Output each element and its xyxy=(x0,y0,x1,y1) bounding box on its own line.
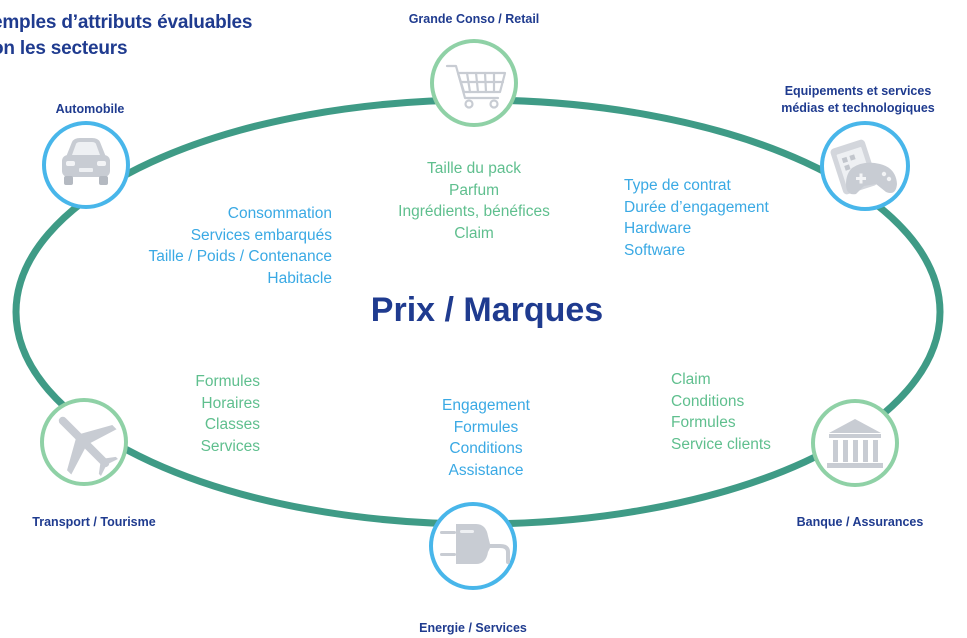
tech-label-line-2: médias et technologiques xyxy=(781,101,935,115)
title-line-1: emples d’attributs évaluables xyxy=(0,12,253,33)
bank-node xyxy=(811,399,899,487)
automobile-attribute: Habitacle xyxy=(267,269,332,287)
tech-attribute: Durée d’engagement xyxy=(624,198,769,216)
tech-attribute: Hardware xyxy=(624,220,692,237)
bank-building-icon xyxy=(827,419,883,468)
energy-attribute: Engagement xyxy=(442,397,530,414)
power-plug-icon xyxy=(440,524,510,564)
energy-attributes: Engagement Formules Conditions Assistanc… xyxy=(396,395,576,481)
tech-label: Equipements et services médias et techno… xyxy=(752,83,964,117)
energy-node xyxy=(429,502,517,590)
retail-attribute: Ingrédients, bénéfices xyxy=(398,203,550,220)
retail-attribute: Parfum xyxy=(449,181,499,199)
retail-attributes: Taille du pack Parfum Ingrédients, bénéf… xyxy=(374,158,574,244)
transport-attribute: Formules xyxy=(195,373,260,390)
shopping-cart-icon xyxy=(445,64,507,109)
retail-label: Grande Conso / Retail xyxy=(408,12,540,26)
bank-attribute: Formules xyxy=(671,414,736,431)
transport-attribute: Classes xyxy=(204,416,260,433)
transport-label: Transport / Tourisme xyxy=(32,515,156,529)
bank-attribute: Claim xyxy=(671,371,711,388)
automobile-attributes: Consommation Services embarqués Taille /… xyxy=(70,203,332,289)
energy-attribute: Formules xyxy=(453,418,519,436)
transport-attributes: Formules Horaires Classes Services xyxy=(140,371,260,457)
tech-label-line-1: Equipements et services xyxy=(784,84,932,98)
tech-attributes: Type de contrat Durée d’engagement Hardw… xyxy=(624,175,769,261)
airplane-icon xyxy=(58,416,118,476)
automobile-attribute: Consommation xyxy=(227,205,332,222)
energy-attribute: Assistance xyxy=(448,461,524,479)
energy-attribute: Conditions xyxy=(449,440,523,457)
bank-attribute: Service clients xyxy=(671,435,771,453)
retail-node xyxy=(430,39,518,127)
automobile-label: Automobile xyxy=(55,102,125,116)
bank-label: Banque / Assurances xyxy=(796,515,924,529)
center-title: Prix / Marques xyxy=(370,291,604,329)
transport-attribute: Services xyxy=(200,437,260,455)
bank-attribute: Conditions xyxy=(671,392,745,410)
title-line-2: on les secteurs xyxy=(0,38,128,59)
automobile-attribute: Services embarqués xyxy=(190,226,332,244)
transport-node xyxy=(40,398,128,486)
bank-attributes: Claim Conditions Formules Service client… xyxy=(671,369,771,455)
retail-attribute: Taille du pack xyxy=(427,160,521,177)
automobile-attribute: Taille / Poids / Contenance xyxy=(148,248,332,265)
energy-label: Energie / Services xyxy=(419,621,527,635)
tech-attribute: Type de contrat xyxy=(624,177,731,194)
transport-attribute: Horaires xyxy=(201,394,260,412)
automobile-node xyxy=(42,121,130,209)
tech-node xyxy=(820,121,910,211)
gamepad-tablet-icon xyxy=(830,139,897,195)
car-icon xyxy=(62,138,110,185)
tech-attribute: Software xyxy=(624,241,686,259)
retail-attribute: Claim xyxy=(454,224,494,242)
